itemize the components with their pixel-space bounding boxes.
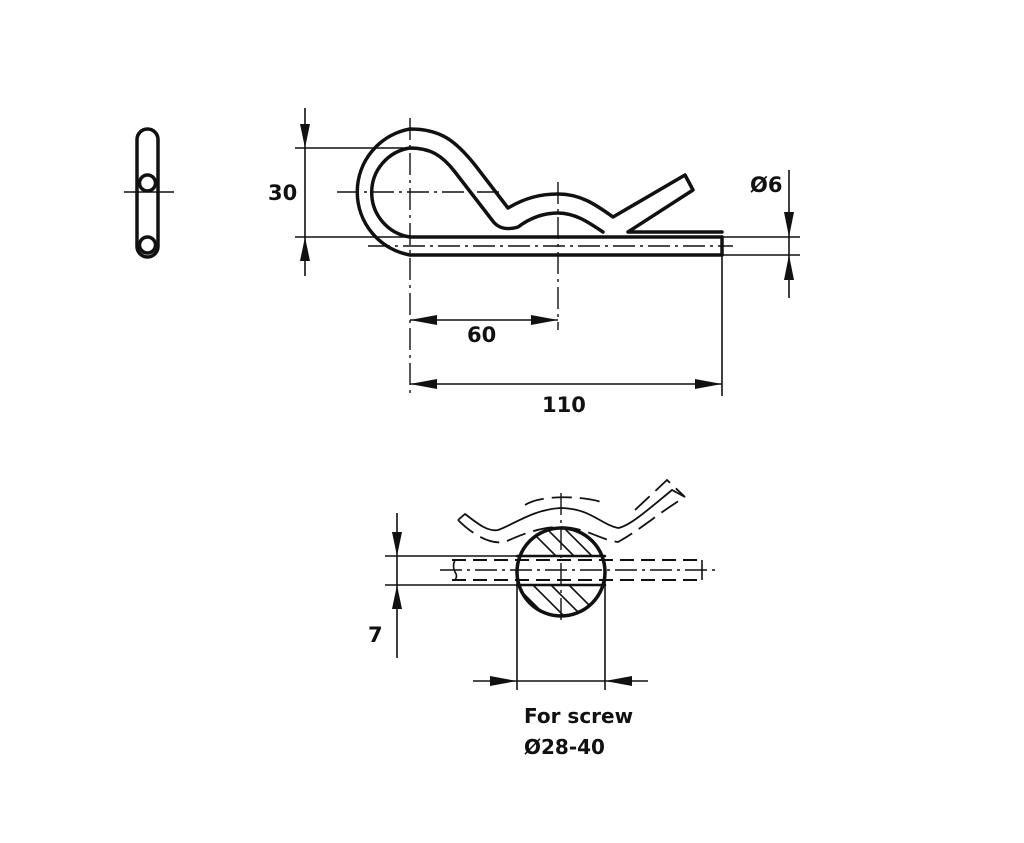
- dimension-label-hole-diameter: 7: [368, 623, 383, 647]
- arrow-icon: [605, 676, 632, 686]
- arrow-icon: [392, 532, 402, 556]
- dimension-label-wire-diameter: Ø6: [750, 173, 782, 197]
- arrow-icon: [695, 379, 722, 389]
- arrow-icon: [392, 585, 402, 609]
- installed-view: 7 For screw Ø28-40: [368, 478, 715, 759]
- side-view: [124, 127, 174, 259]
- clip-phantom-arc: [524, 478, 686, 511]
- arrow-icon: [300, 124, 310, 148]
- side-view-wire-section-top: [137, 173, 158, 193]
- arrow-icon: [784, 255, 794, 280]
- front-view: 30 Ø6 60 110: [268, 108, 800, 417]
- dimension-label-center-offset: 60: [467, 323, 496, 347]
- arrow-icon: [784, 212, 794, 237]
- side-view-outline: [135, 127, 160, 259]
- clip-outer-contour: [355, 127, 724, 257]
- screw-label-line1: For screw: [524, 704, 633, 728]
- pin-break-end: [452, 559, 458, 581]
- side-view-wire-section-bottom: [137, 235, 158, 255]
- dimension-label-height: 30: [268, 181, 297, 205]
- clip-phantom-upper: [457, 488, 686, 532]
- arrow-icon: [410, 379, 437, 389]
- arrow-icon: [410, 315, 437, 325]
- arrow-icon: [531, 315, 558, 325]
- arrow-icon: [300, 237, 310, 261]
- screw-label-line2: Ø28-40: [524, 735, 605, 759]
- dimension-label-overall-length: 110: [542, 393, 586, 417]
- clip-inner-contour: [370, 146, 605, 239]
- arrow-icon: [490, 676, 517, 686]
- clip-phantom-upper-hidden: [457, 496, 686, 544]
